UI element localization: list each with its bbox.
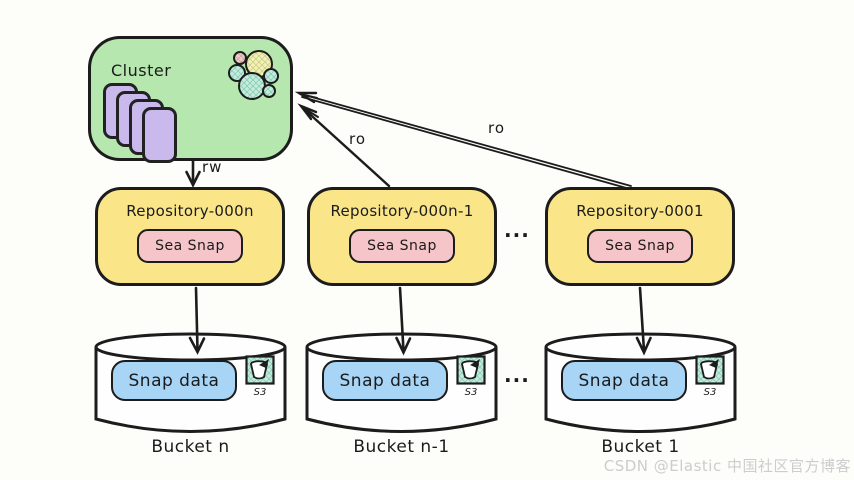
watermark: CSDN @Elastic 中国社区官方博客	[603, 457, 851, 475]
arrow-rw	[185, 157, 201, 188]
bucket-label: Bucket 1	[601, 437, 680, 457]
sea-snap-badge: Sea Snap	[587, 229, 693, 263]
rw-edge-label: rw	[202, 158, 223, 176]
shard-card	[142, 107, 177, 163]
repository-node-0001: Repository-0001 Sea Snap	[545, 187, 735, 286]
sea-snap-badge: Sea Snap	[137, 229, 243, 263]
buckets-ellipsis: ...	[504, 363, 530, 387]
snap-data-badge: Snap data	[561, 360, 687, 401]
ro-edge-label-1: ro	[349, 130, 367, 148]
s3-icon-label: S3	[254, 387, 267, 398]
sea-snap-badge: Sea Snap	[349, 229, 455, 263]
s3-bucket-icon: S3	[456, 355, 486, 398]
bucket-label: Bucket n-1	[353, 437, 450, 457]
s3-icon-label: S3	[465, 387, 478, 398]
cluster-node: Cluster	[88, 36, 293, 163]
snap-data-badge: Snap data	[111, 360, 237, 401]
shard-stack-icon	[103, 83, 193, 163]
s3-bucket-icon: S3	[245, 355, 275, 398]
ro-edge-label-2: ro	[488, 119, 506, 137]
repository-title: Repository-0001	[576, 202, 704, 220]
repository-node-000n: Repository-000n Sea Snap	[95, 187, 285, 286]
snap-data-badge: Snap data	[322, 360, 448, 401]
elastic-logo-icon	[228, 50, 279, 100]
cluster-label: Cluster	[111, 61, 172, 80]
bucket-content-n: Snap data S3 Bucket n	[96, 334, 285, 466]
repository-title: Repository-000n-1	[330, 202, 474, 220]
bucket-label: Bucket n	[151, 437, 230, 457]
s3-bucket-icon: S3	[695, 355, 725, 398]
s3-icon-label: S3	[704, 387, 717, 398]
repository-title: Repository-000n	[126, 202, 254, 220]
bucket-content-n-1: Snap data S3 Bucket n-1	[307, 334, 496, 466]
repositories-ellipsis: ...	[504, 218, 530, 242]
arrow-ro-repo-000n-1	[297, 103, 391, 188]
repository-node-000n-1: Repository-000n-1 Sea Snap	[307, 187, 497, 286]
bucket-content-1: Snap data S3 Bucket 1	[546, 334, 735, 466]
